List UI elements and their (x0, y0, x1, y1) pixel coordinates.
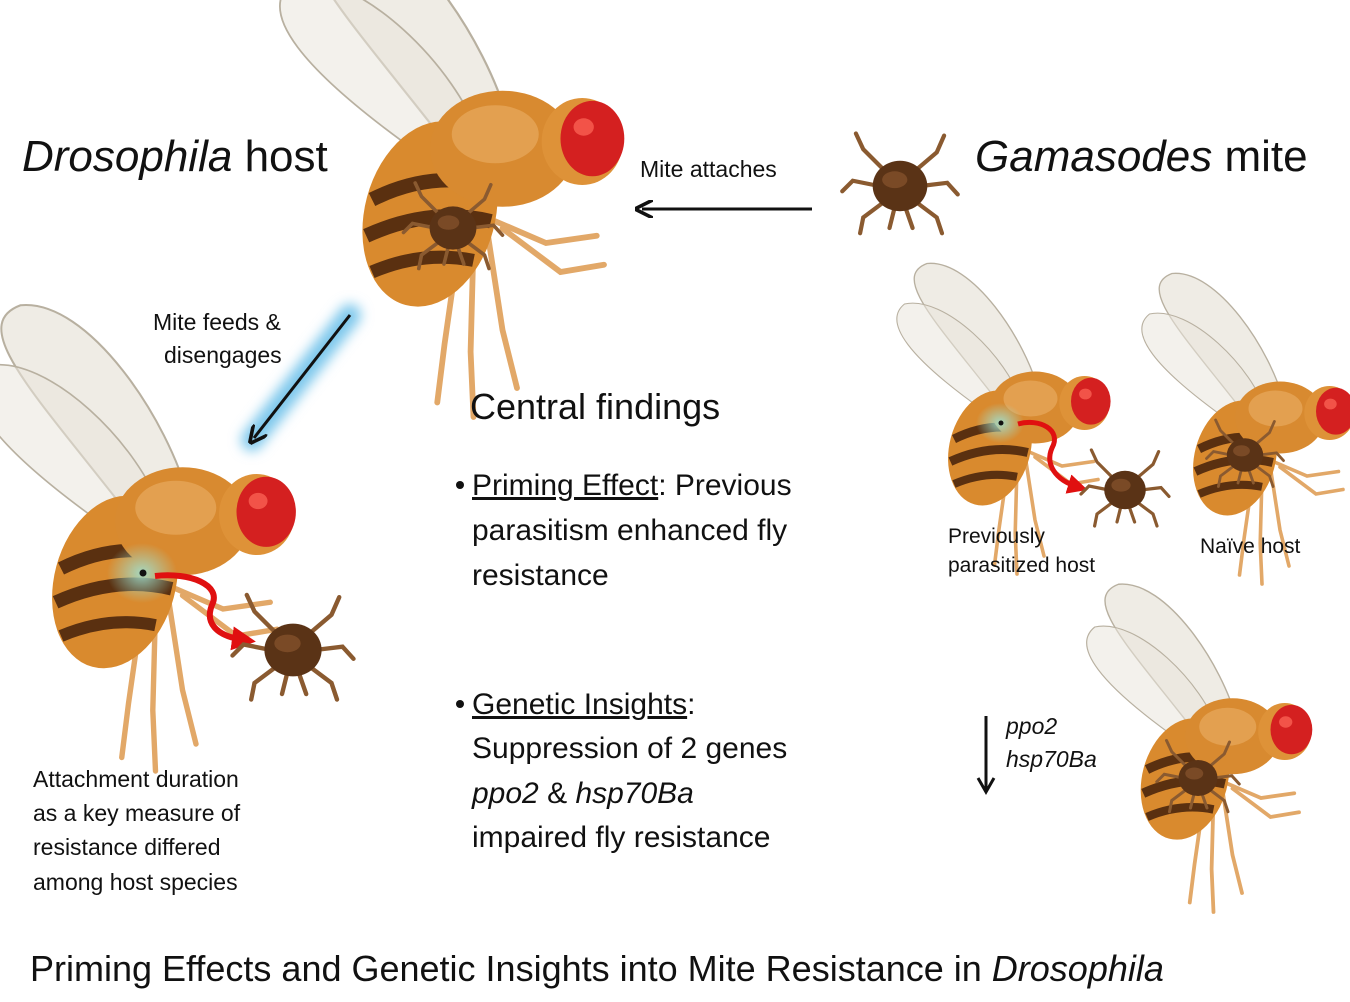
footer-title-italic: Drosophila (991, 948, 1164, 989)
attachment-line4: among host species (33, 869, 238, 895)
footer-title: Priming Effects and Genetic Insights int… (30, 948, 1164, 990)
mite-title-rest: mite (1212, 132, 1308, 181)
priming-line1-rest: : Previous (658, 469, 792, 502)
attachment-line1: Attachment duration (33, 766, 239, 792)
host-title-rest: host (232, 132, 328, 181)
gene-label-hsp70ba: hsp70Ba (1006, 746, 1097, 772)
previously-parasitized-label-line1: Previously (948, 525, 1045, 548)
genetic-insights-heading: Genetic Insights (472, 688, 688, 721)
bullet-dot (456, 700, 464, 708)
footer-title-main: Priming Effects and Genetic Insights int… (30, 948, 992, 989)
gene-label-ppo2: ppo2 (1006, 713, 1058, 739)
disengage-arrow (154, 572, 256, 651)
priming-line1: Priming Effect: Previous (472, 463, 792, 508)
priming-line3: resistance (472, 559, 609, 592)
previously-parasitized-label-line2: parasitized host (948, 554, 1096, 577)
host-title-italic: Drosophila (22, 132, 233, 181)
bullet-dot (456, 481, 464, 489)
central-findings-heading: Central findings (470, 386, 721, 427)
genetic-line4: impaired fly resistance (472, 821, 771, 854)
host-title: Drosophila host (22, 132, 328, 182)
gamasodes-mite-illustration (842, 134, 958, 234)
mite-title: Gamasodes mite (975, 132, 1308, 182)
priming-line2: parasitism enhanced fly (472, 514, 788, 547)
mite-title-italic: Gamasodes (975, 132, 1213, 181)
attachment-line3: resistance differed (33, 834, 221, 860)
genetic-line3: ppo2 & hsp70Ba (472, 771, 694, 816)
naive-host-label: Naïve host (1200, 535, 1301, 558)
disengaged-mite-illustration (233, 595, 354, 700)
mite-feeds-label-line1: Mite feeds & (153, 309, 281, 335)
feeding-site-dot (139, 569, 147, 577)
mite-attaches-label: Mite attaches (640, 156, 777, 182)
priming-effect-heading: Priming Effect (472, 469, 659, 502)
genetic-colon: : (687, 688, 696, 721)
genetic-gene-ppo2: ppo2 (472, 777, 539, 810)
mite-feeds-arrow (254, 314, 352, 438)
mite-feeds-label-line2: disengages (164, 342, 282, 368)
genetic-gene-hsp70ba: hsp70Ba (575, 777, 694, 810)
genetic-line1: Genetic Insights: (472, 682, 695, 727)
gene-suppressed-fly-illustration (1087, 584, 1313, 912)
suppression-arrow-head (976, 777, 996, 796)
genetic-ampersand: & (538, 777, 576, 810)
attachment-line2: as a key measure of (33, 800, 241, 826)
feeding-site-dot (998, 420, 1004, 426)
disengage-arrow (1017, 420, 1088, 494)
genetic-line2: Suppression of 2 genes (472, 732, 788, 765)
